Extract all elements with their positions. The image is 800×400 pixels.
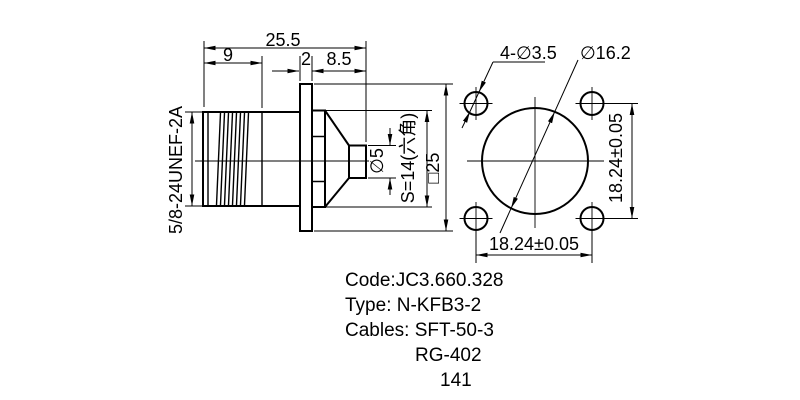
dim-thread-length: 9 [222, 45, 233, 65]
note-cables: Cables: SFT-50-3 [345, 320, 494, 341]
dim-hole-spacing-horizontal: 18.24±0.05 [489, 234, 579, 254]
dim-hole-spacing-vertical: 18.24±0.05 [606, 113, 626, 203]
dim-mounting-holes: 4-∅3.5 [500, 43, 557, 63]
notes-block: Code:JC3.660.328 Type: N-KFB3-2 Cables: … [345, 268, 503, 393]
note-code: Code:JC3.660.328 [345, 270, 504, 291]
note-cable-alt-1: RG-402 [415, 345, 482, 366]
thread-spec-label: 5/8-24UNEF-2A [166, 105, 186, 235]
thread-hatching [215, 112, 250, 206]
dim-boss-diameter: ∅16.2 [580, 43, 631, 63]
note-cable-alt-2: 141 [440, 370, 472, 391]
dim-overall-length: 25.5 [265, 30, 301, 50]
side-view-outline [202, 83, 367, 232]
dim-hex-across-flats: S=14(六角) [398, 112, 418, 204]
dim-flange-square: □25 [423, 152, 443, 184]
dim-pin-diameter: ∅5 [367, 148, 387, 174]
note-type: Type: N-KFB3-2 [345, 295, 482, 316]
dimension-linework [185, 41, 638, 263]
dim-flange-thickness: 2 [300, 49, 311, 69]
dim-rear-length: 8.5 [326, 49, 352, 69]
